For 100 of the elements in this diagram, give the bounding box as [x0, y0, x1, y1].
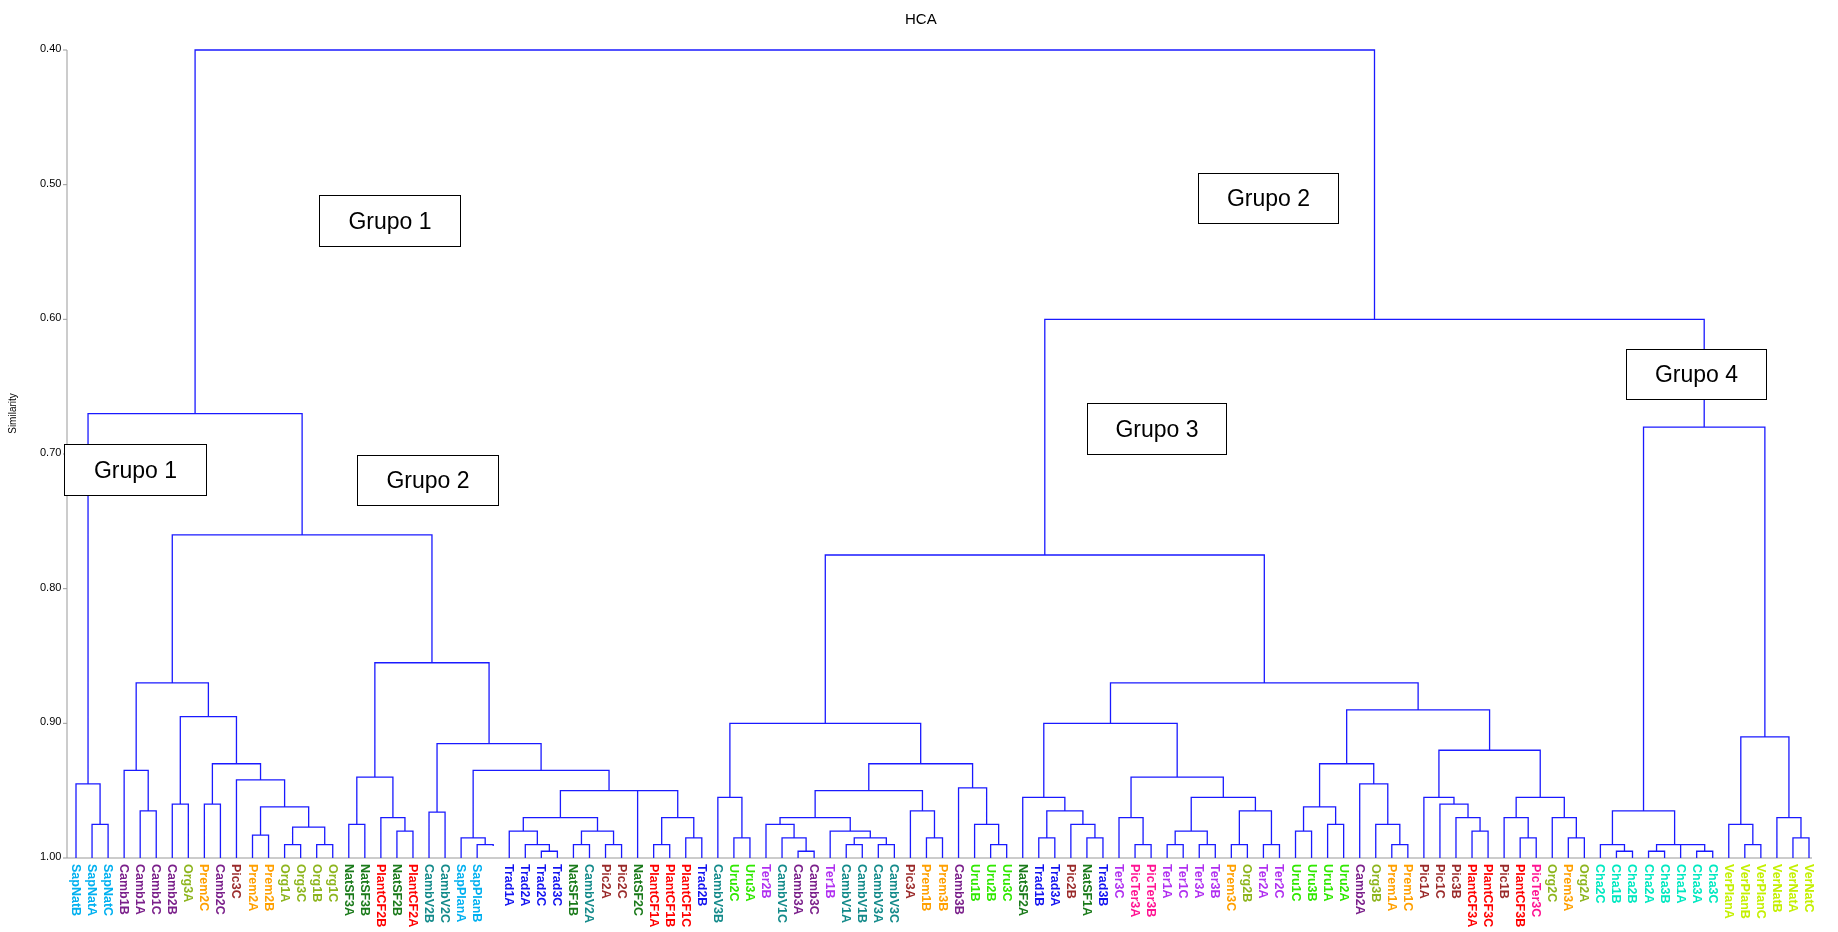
leaf-label: Ter3C: [1112, 864, 1126, 899]
leaf-label: Camb2B: [165, 864, 180, 915]
axis-tick-label: 0.40: [40, 42, 62, 54]
leaf-label: Org2A: [1577, 864, 1592, 903]
leaf-label: Trad1B: [1031, 864, 1046, 907]
leaf-label: PlantCF3A: [1465, 864, 1479, 928]
leaf-label: SapNatA: [85, 864, 100, 917]
group-label-box: Grupo 3: [1087, 403, 1227, 455]
leaf-label: CambV1C: [775, 864, 790, 924]
leaf-label: Pic3B: [1448, 864, 1463, 899]
leaf-label: Pic1A: [1416, 864, 1431, 899]
axis-tick-label: 0.60: [40, 311, 62, 324]
leaf-label: VerPlanB: [1737, 864, 1752, 919]
leaf-label: Org1B: [309, 864, 324, 903]
group-label-box: Grupo 1: [64, 444, 207, 496]
leaf-label: Ter1B: [823, 864, 838, 899]
leaf-label: Camb3B: [951, 864, 966, 915]
axis-tick-label: 0.50: [40, 176, 62, 189]
leaf-label: SapNatC: [101, 864, 116, 917]
leaf-label: Prem3C: [1224, 864, 1239, 912]
leaf-label: Camb3C: [807, 864, 822, 915]
leaf-label: Prem2B: [261, 864, 276, 912]
leaf-label: Org3A: [181, 864, 196, 903]
leaf-label: Ter2B: [759, 864, 773, 899]
leaf-label: Trad2C: [534, 864, 549, 907]
leaf-label: Trad2B: [694, 864, 709, 907]
leaf-label: Prem1C: [1400, 864, 1415, 912]
group-label-box: Grupo 4: [1626, 349, 1767, 400]
leaf-label: Cha2C: [1593, 864, 1608, 904]
leaf-label: Uru1A: [1320, 864, 1335, 902]
leaf-label: Org1A: [277, 864, 292, 903]
leaf-label: Cha3A: [1689, 864, 1704, 904]
leaf-label: Ter1A: [1160, 864, 1175, 899]
axis-tick-label: 0.80: [40, 580, 62, 593]
leaf-label: Camb3A: [791, 864, 806, 915]
leaf-label: PicTer3B: [1144, 864, 1159, 918]
leaf-label: VerPlanA: [1721, 864, 1736, 919]
group-label-box: Grupo 1: [319, 195, 461, 247]
leaf-label: Trad3C: [550, 864, 565, 907]
leaf-label: Org1C: [325, 864, 340, 903]
leaf-label: PlantCF2A: [405, 864, 420, 928]
axis-title: Similarity: [6, 393, 18, 434]
leaf-label: PlantCF3B: [1513, 864, 1528, 928]
leaf-label: Prem3A: [1561, 864, 1576, 912]
leaf-label: CambV2A: [582, 864, 597, 924]
leaf-label: Uru3C: [999, 864, 1014, 902]
leaf-label: VerNatA: [1785, 864, 1800, 913]
leaf-label: Cha2A: [1641, 864, 1656, 904]
leaf-label: VerNatB: [1769, 864, 1784, 913]
leaf-label: Cha3B: [1657, 864, 1672, 904]
leaf-label: Pic2B: [1063, 864, 1078, 899]
leaf-label: NatSF3B: [357, 864, 372, 917]
group-label-box: Grupo 2: [1198, 173, 1339, 224]
leaf-label: Prem3B: [935, 864, 950, 912]
leaf-label: NatSF3A: [341, 864, 356, 917]
leaf-label: Org3B: [1368, 864, 1383, 903]
leaf-label: Camb2A: [1352, 864, 1367, 915]
leaf-label: PicTer3A: [1128, 864, 1143, 918]
leaf-label: CambV1B: [855, 864, 870, 924]
leaf-label: SapPlanA: [454, 864, 469, 923]
leaf-label: Pic3A: [903, 864, 918, 899]
leaf-label: Org2C: [1545, 864, 1560, 903]
leaf-label: NatSF2B: [389, 864, 404, 917]
leaf-label: Prem2A: [245, 864, 260, 912]
leaf-label: Uru2B: [983, 864, 998, 902]
leaf-label: Trad1A: [502, 864, 517, 907]
leaf-label: NatSF2C: [630, 864, 645, 917]
leaf-label: Cha2B: [1625, 864, 1640, 904]
leaf-label: Cha1A: [1673, 864, 1688, 904]
leaf-label: Camb1C: [149, 864, 164, 915]
leaf-label: Camb1A: [133, 864, 148, 915]
axis-tick-label: 0.90: [40, 715, 62, 728]
leaf-label: CambV3C: [887, 864, 902, 924]
leaf-label: CambV2C: [438, 864, 453, 924]
leaf-label: Pic1B: [1497, 864, 1512, 899]
leaf-label: NatSF2A: [1015, 864, 1030, 917]
leaf-label: Ter3B: [1208, 864, 1223, 899]
leaf-label: Uru3A: [742, 864, 757, 902]
leaf-label: Uru1B: [967, 864, 982, 902]
leaf-label: PlantCF1C: [678, 864, 693, 928]
leaf-label: Uru3B: [1304, 864, 1319, 902]
leaf-label: Cha3C: [1705, 864, 1720, 904]
leaf-label: Ter3A: [1192, 864, 1207, 899]
leaf-label: Prem1B: [919, 864, 934, 912]
leaf-label: SapNatB: [69, 864, 83, 917]
leaf-label: CambV3A: [871, 864, 886, 924]
leaf-label: VerNatC: [1802, 864, 1816, 913]
leaf-label: Prem2C: [197, 864, 212, 912]
leaf-label: NatSF1A: [1079, 864, 1094, 917]
leaf-label: Ter2C: [1272, 864, 1287, 899]
leaf-label: CambV2B: [422, 864, 436, 924]
chart-title: HCA: [905, 10, 937, 27]
leaf-label: SapPlanB: [470, 864, 485, 923]
leaf-label: Camb2C: [213, 864, 228, 915]
leaf-label: PlantCF2B: [373, 864, 388, 928]
leaf-label: CambV3B: [710, 864, 725, 924]
leaf-label: Uru2A: [1336, 864, 1351, 902]
leaf-label: PlantCF1A: [646, 864, 661, 928]
leaf-label: NatSF1B: [566, 864, 581, 917]
leaf-label: PicTer3C: [1529, 864, 1544, 918]
